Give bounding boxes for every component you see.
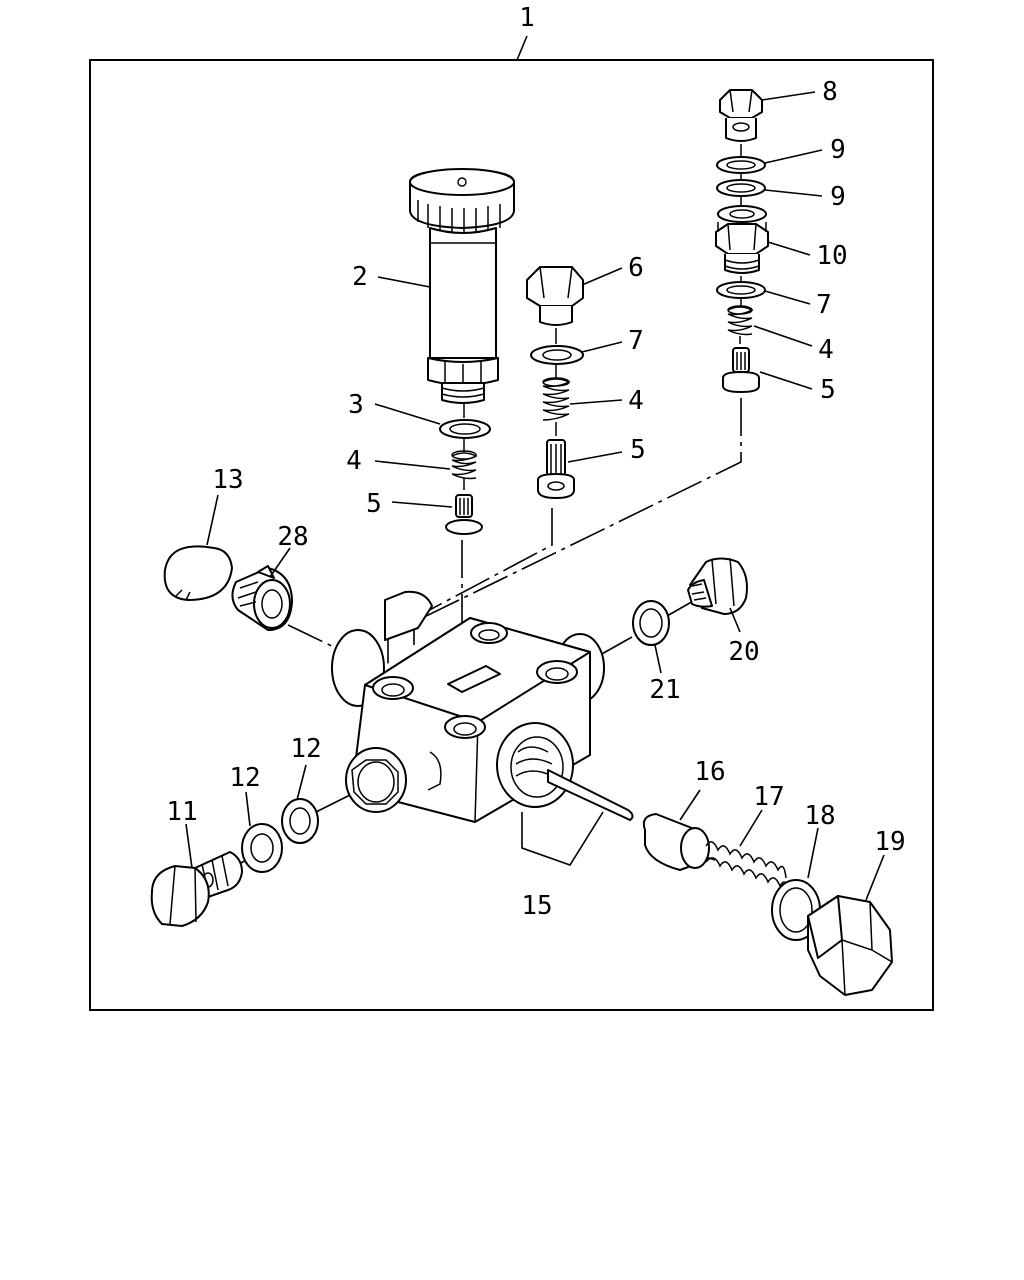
- callout-17: 17: [753, 782, 784, 812]
- priming-pump: [409, 168, 515, 404]
- callout-12a: 12: [229, 763, 260, 793]
- leader-1: [516, 35, 528, 61]
- callout-28: 28: [277, 522, 308, 552]
- callout-5c: 5: [820, 375, 836, 405]
- callout-11: 11: [166, 797, 197, 827]
- leader-12a: [245, 791, 251, 827]
- leader-3: [374, 403, 441, 425]
- leader-11: [185, 823, 193, 869]
- callout-21: 21: [649, 675, 680, 705]
- middle-valve-stack: [526, 266, 584, 499]
- leader-16: [679, 789, 701, 821]
- right-valve-stack: [715, 89, 769, 393]
- leader-5b: [567, 451, 623, 463]
- leader-9a: [764, 149, 823, 164]
- leader-10: [767, 241, 811, 256]
- callout-15: 15: [521, 891, 552, 921]
- callout-8: 8: [822, 77, 838, 107]
- leader-4b: [569, 399, 623, 405]
- callout-10: 10: [816, 241, 847, 271]
- callout-7a: 7: [628, 326, 644, 356]
- callout-9a: 9: [830, 135, 846, 165]
- leader-6: [581, 267, 623, 286]
- callout-4a: 4: [346, 446, 362, 476]
- eye-bolt-and-washers: [150, 798, 319, 927]
- leader-9b: [764, 189, 823, 197]
- leader-13: [206, 494, 219, 546]
- leader-28: [269, 547, 291, 578]
- leader-19: [865, 854, 885, 901]
- callout-4c: 4: [818, 335, 834, 365]
- callout-4b: 4: [628, 386, 644, 416]
- piston-rod: [521, 769, 634, 866]
- callout-18: 18: [804, 801, 835, 831]
- assembly-frame: [89, 59, 934, 1011]
- callout-12b: 12: [290, 734, 321, 764]
- callout-20: 20: [728, 637, 759, 667]
- priming-valve-stack: [439, 404, 491, 535]
- leader-4a: [374, 460, 451, 470]
- callout-19: 19: [874, 827, 905, 857]
- leader-20: [729, 607, 741, 633]
- leader-7a: [581, 341, 623, 353]
- callout-3: 3: [348, 390, 364, 420]
- leader-5c: [759, 371, 813, 390]
- leader-5a: [391, 501, 453, 508]
- callout-7b: 7: [816, 290, 832, 320]
- callout-6: 6: [628, 253, 644, 283]
- callout-2: 2: [352, 262, 368, 292]
- callout-5b: 5: [630, 435, 646, 465]
- leader-21: [654, 644, 662, 674]
- leader-7b: [764, 290, 811, 305]
- piston-spring-plug: [642, 813, 893, 996]
- leader-8: [761, 91, 816, 101]
- leader-12b: [296, 764, 307, 801]
- callout-13: 13: [212, 465, 243, 495]
- snap-ring-and-strainer: [163, 545, 293, 631]
- callout-1: 1: [519, 3, 535, 33]
- leader-4c: [753, 325, 813, 347]
- callout-9b: 9: [830, 182, 846, 212]
- plug-and-washer-right: [632, 557, 748, 646]
- callout-5a: 5: [366, 489, 382, 519]
- leader-17: [739, 809, 763, 847]
- leader-2: [377, 276, 431, 288]
- pump-body: [331, 590, 605, 823]
- leader-18: [807, 827, 819, 879]
- callout-16: 16: [694, 757, 725, 787]
- callout-labels: 1 2 3 4 5 6 7 4 5 8 9 9 10 7 4 5 13 28 2…: [166, 3, 905, 921]
